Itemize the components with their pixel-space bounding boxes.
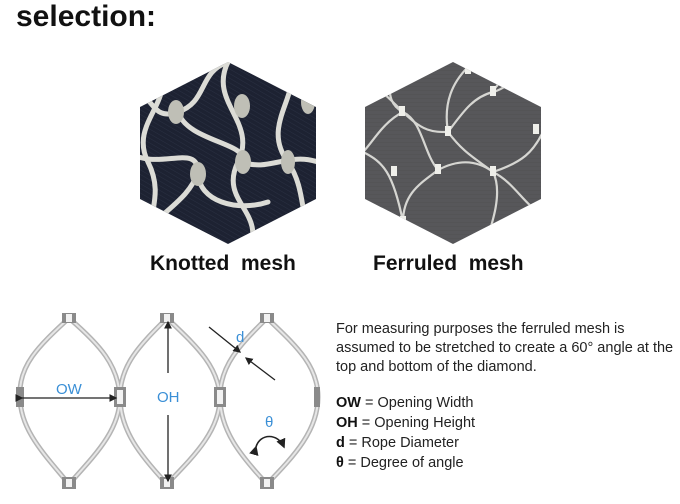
legend-item-ow: OW = Opening Width xyxy=(336,395,474,411)
page-title: selection: xyxy=(16,0,157,33)
knotted-mesh-image xyxy=(140,62,316,244)
ferruled-mesh-label: Ferruled mesh xyxy=(373,252,524,275)
ow-label: OW xyxy=(56,381,82,398)
legend-item-d: d = Rope Diameter xyxy=(336,435,459,451)
measurement-description: For measuring purposes the ferruled mesh… xyxy=(336,321,674,375)
d-label: d xyxy=(236,329,245,346)
mesh-measurement-diagram xyxy=(15,313,321,489)
oh-label: OH xyxy=(157,389,180,406)
legend-list: OW = Opening Width OH = Opening Height d… xyxy=(336,393,475,473)
legend-item-theta: θ = Degree of angle xyxy=(336,455,464,471)
knotted-mesh-label: Knotted mesh xyxy=(150,252,296,275)
theta-label: θ xyxy=(265,414,274,431)
ferruled-mesh-image xyxy=(365,62,541,244)
legend-item-oh: OH = Opening Height xyxy=(336,415,476,431)
